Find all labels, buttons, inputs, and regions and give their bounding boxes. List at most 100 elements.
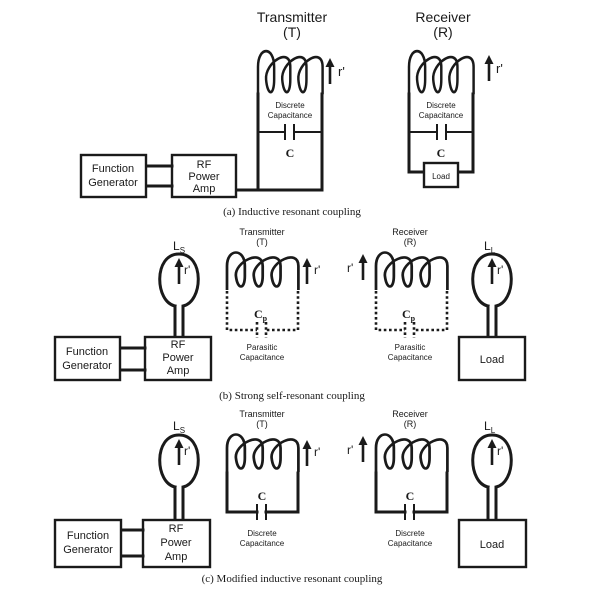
load-label: Load: [432, 172, 450, 181]
function-generator-label: Generator: [62, 360, 112, 372]
transmitter-label: Transmitter: [239, 409, 284, 419]
rf-power-amp-box: [143, 335, 213, 382]
discrete-capacitance-label: Capacitance: [419, 111, 464, 120]
transmitter-wiring: [225, 471, 300, 514]
r-prime-arrow-icon: [324, 56, 336, 86]
caption-c: (c) Modified inductive resonant coupling: [202, 573, 383, 585]
r-prime-arrow-icon: [173, 256, 185, 286]
generator-amp-wires: [144, 164, 174, 188]
load-loop-antenna: [471, 433, 513, 522]
load-label: Load: [480, 354, 504, 366]
parasitic-path: [374, 291, 449, 332]
transmitter-coil: [256, 49, 324, 96]
discrete-capacitance-label: Discrete: [395, 529, 425, 538]
ll-label: LL: [484, 239, 496, 255]
generator-amp-wires: [119, 528, 145, 558]
discrete-capacitance-label: Discrete: [426, 101, 456, 110]
receiver-coil: [407, 49, 475, 96]
caption-b: (b) Strong self-resonant coupling: [219, 390, 365, 402]
r-prime-label: r': [184, 263, 190, 277]
parasitic-path: [225, 291, 300, 332]
receiver-wiring: [374, 471, 449, 514]
transmitter-label-t: (T): [256, 237, 268, 247]
function-generator-box: [79, 153, 148, 199]
discrete-capacitance-label: Capacitance: [240, 539, 285, 548]
capacitor-symbol: C: [286, 146, 295, 160]
function-generator-label: Function: [66, 346, 108, 358]
function-generator-box: [53, 335, 122, 382]
transmitter-label: Transmitter: [239, 227, 284, 237]
parasitic-capacitance-label: Parasitic: [247, 343, 278, 352]
r-prime-label: r': [347, 261, 353, 275]
ll-label: LL: [484, 419, 496, 435]
transmitter-label-t: (T): [256, 419, 268, 429]
r-prime-arrow-icon: [357, 252, 369, 282]
function-generator-label: Function: [67, 530, 109, 542]
rf-power-amp-label: Amp: [167, 365, 190, 377]
function-generator-label: Generator: [88, 177, 138, 189]
receiver-coil: [374, 251, 449, 292]
r-prime-arrow-icon: [357, 434, 369, 464]
rf-power-amp-box: [170, 153, 238, 199]
discrete-capacitance-label: Discrete: [275, 101, 305, 110]
parasitic-capacitance-label: Capacitance: [388, 353, 433, 362]
panel-a: Transmitter (T) Receiver (R) Discrete Ca…: [79, 9, 503, 218]
generator-amp-wires: [118, 346, 147, 372]
source-loop-antenna: [158, 252, 200, 339]
transmitter-label: Transmitter: [257, 9, 328, 25]
r-prime-arrow-icon: [301, 438, 313, 468]
discrete-capacitance-label: Capacitance: [268, 111, 313, 120]
capacitor-symbol: C: [406, 489, 415, 503]
receiver-label: Receiver: [392, 227, 428, 237]
parasitic-capacitance-label: Parasitic: [395, 343, 426, 352]
r-prime-label: r': [496, 61, 503, 76]
rf-power-amp-label: Power: [160, 537, 192, 549]
load-box: [457, 335, 527, 382]
receiver-label: Receiver: [415, 9, 471, 25]
rf-power-amp-label: RF: [197, 159, 212, 171]
cp-label: Cp: [402, 307, 416, 323]
receiver-label: Receiver: [392, 409, 428, 419]
function-generator-box: [53, 518, 123, 569]
transmitter-coil: [225, 433, 300, 474]
discrete-capacitance-label: Discrete: [247, 529, 277, 538]
rf-power-amp-label: Amp: [193, 183, 216, 195]
r-prime-arrow-icon: [173, 437, 185, 467]
r-prime-label: r': [314, 263, 320, 277]
capacitor-symbol: C: [437, 146, 446, 160]
transmitter-label-t: (T): [283, 24, 301, 40]
cp-label: Cp: [254, 307, 268, 323]
load-loop-antenna: [471, 252, 513, 339]
receiver-coil: [374, 433, 449, 474]
r-prime-arrow-icon: [301, 256, 313, 286]
r-prime-label: r': [314, 445, 320, 459]
ls-label: LS: [173, 239, 185, 255]
rf-power-amp-label: Amp: [165, 551, 188, 563]
r-prime-label: r': [497, 444, 503, 458]
source-loop-antenna: [158, 433, 200, 522]
transmitter-coil: [225, 251, 300, 292]
rf-power-amp-box: [141, 518, 212, 569]
rf-power-amp-label: RF: [171, 339, 186, 351]
load-label: Load: [480, 539, 504, 551]
rf-power-amp-label: RF: [169, 523, 184, 535]
r-prime-arrow-icon: [486, 256, 498, 286]
ls-label: LS: [173, 419, 185, 435]
rf-power-amp-label: Power: [162, 352, 194, 364]
capacitor-symbol: C: [258, 489, 267, 503]
r-prime-arrow-icon: [483, 53, 495, 83]
rf-power-amp-label: Power: [188, 171, 220, 183]
r-prime-arrow-icon: [486, 437, 498, 467]
panel-b: LS r' RF Power Amp Function Generator Tr…: [53, 227, 527, 402]
caption-a: (a) Inductive resonant coupling: [223, 206, 361, 218]
receiver-label-r: (R): [433, 24, 452, 40]
function-generator-label: Generator: [63, 544, 113, 556]
r-prime-label: r': [338, 64, 345, 79]
load-box: [457, 518, 528, 569]
parasitic-capacitance-label: Capacitance: [240, 353, 285, 362]
discrete-capacitance-label: Capacitance: [388, 539, 433, 548]
r-prime-label: r': [347, 443, 353, 457]
function-generator-label: Function: [92, 163, 134, 175]
r-prime-label: r': [184, 444, 190, 458]
